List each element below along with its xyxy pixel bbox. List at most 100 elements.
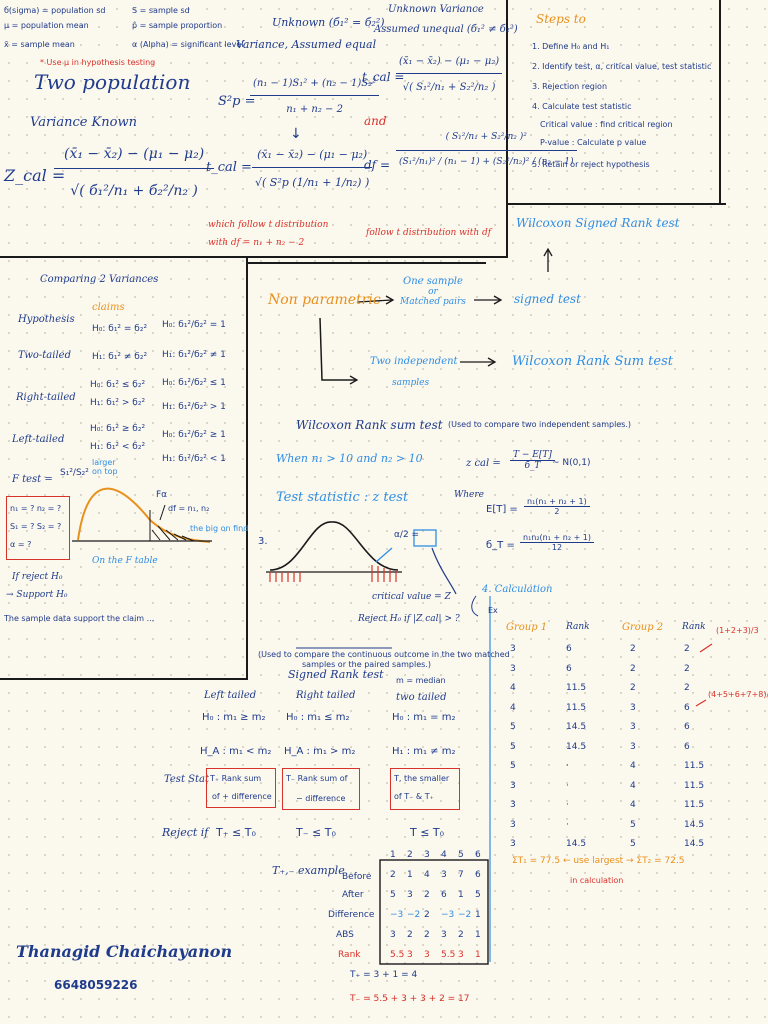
step-item-1: 1. Define H₀ and H₁: [532, 42, 610, 51]
row-label-rank: Rank: [338, 950, 361, 960]
sp-numerator: (n₁ − 1)S₁² + (n₂ − 1)S₂²: [250, 78, 380, 96]
signed-table-cell: 3: [424, 850, 430, 860]
hypothesis-label: Hypothesis: [18, 314, 75, 325]
h0-signed-two: H₀ : m₁ = m₂: [392, 712, 456, 723]
test-stat-box-left: [206, 768, 276, 808]
group-cell: 11.5: [566, 683, 587, 693]
larger-on-top-note: larger on top: [92, 458, 118, 476]
signed-table-cell: 5: [390, 890, 396, 900]
row-label-abs: ABS: [336, 930, 354, 940]
sd-numerator: n₁n₂(n₁ + n₂ + 1): [520, 533, 595, 543]
t-minus-result: T₋ = 5.5 + 3 + 3 + 2 = 17: [350, 994, 470, 1004]
rank-note-a: (1+2+3)/3: [716, 626, 759, 635]
unequal-var-note: follow t distribution with df: [366, 228, 492, 238]
two-independent-line-2: samples: [392, 378, 430, 388]
f-test-fraction: S₁²/S₂²: [60, 468, 89, 478]
signed-table-cell: 6: [475, 850, 481, 860]
test-stat-box-two: [390, 768, 460, 810]
example-label: T₊,₋ example: [272, 864, 345, 877]
f-givens-box: [6, 496, 70, 560]
group-cell: 4: [630, 761, 636, 771]
divider-mid-horizontal: [246, 262, 486, 264]
normal-left-tail-shading: [269, 572, 301, 582]
row-label-difference: Difference: [328, 910, 375, 920]
t-equal-formula: (x̄₁ − x̄₂) − (μ₁ − μ₂) √( S²p (1/n₁ + 1…: [252, 148, 373, 189]
signed-table-cell: 4: [441, 850, 447, 860]
f-box-line-2: S₁ = ? S₂ = ?: [10, 522, 62, 531]
signed-table-cell: 6: [475, 870, 481, 880]
test-stat-left-1: T₊ Rank sum: [210, 774, 262, 783]
group-cell: 3: [630, 722, 636, 732]
df-numerator: ( S₁²/n₁ + S₂²/n₂ )²: [396, 132, 577, 151]
step-item-2: 2. Identify test, α, critical value, tes…: [532, 62, 712, 71]
t-unequal-formula: (x̄₁ − x̄₂) − (μ₁ − μ₂) √( S₁²/n₁ + S₂²/…: [396, 56, 503, 93]
h0-equal-a: H₀: б₁² = б₂²: [92, 324, 148, 334]
claims-label: claims: [92, 302, 125, 313]
legend-alpha: α (Alpha) = significant level: [132, 40, 244, 49]
group-cell: 2: [684, 644, 690, 654]
rank-note-b: (4+5+6+7+8)/5: [708, 690, 768, 699]
and-label: and: [364, 114, 387, 128]
steps-box-bottom: [506, 203, 726, 205]
one-sample-line-1: One sample: [403, 276, 463, 287]
reject-if-label: Reject if: [162, 826, 209, 839]
divider-left-vertical: [246, 256, 248, 680]
group-cell: 5: [510, 722, 516, 732]
alpha-box: [413, 529, 437, 547]
df-lhs: df =: [364, 158, 390, 172]
legend-mu: μ = population mean: [4, 21, 89, 30]
group-cell: 5: [630, 839, 636, 849]
z-cal-distribution: ~ N(0,1): [552, 458, 591, 468]
reject-left-rule: T₊ ≤ T₀: [216, 826, 256, 839]
group-cell: 3: [630, 741, 636, 752]
group-cell: 4: [510, 683, 516, 693]
signed-table-cell: 5: [458, 850, 464, 860]
signed-table-cell: 3: [458, 950, 464, 960]
group-cell: ·: [566, 800, 569, 810]
signed-table-cell: 2: [407, 850, 413, 860]
h0-left-b: H₀: б₁²/б₂² ≥ 1: [162, 430, 226, 440]
h0-left-a: H₀: б₁² ≥ б₂²: [90, 424, 146, 434]
row-label-after: After: [342, 890, 364, 900]
test-stat-box-right: [282, 768, 360, 810]
legend-phat: p̂ = sample proportion: [132, 21, 223, 30]
legend-xbar: x̄ = sample mean: [4, 40, 75, 49]
t-unequal-denominator: √( S₁²/n₁ + S₂²/n₂ ): [402, 82, 496, 93]
group-cell: 11.5: [684, 761, 705, 771]
h1-two-a: H₁: б₁² ≠ б₂²: [92, 352, 148, 362]
group-cell: 2: [684, 683, 690, 693]
signed-table-cell: 2: [424, 930, 430, 940]
rank-sum-when: When n₁ > 10 and n₂ > 10: [276, 452, 423, 465]
step-three-label: 3.: [258, 536, 268, 547]
signed-table-cell: −3: [390, 910, 404, 920]
rank-sum-title: Wilcoxon Rank sum test: [296, 418, 443, 432]
group2-header: Group 2: [622, 622, 664, 633]
critical-value-label: critical value = Z: [372, 592, 451, 602]
rank-sum-test-stat: Test statistic : z test: [276, 490, 409, 505]
group-cell: 3: [510, 800, 516, 810]
two-tailed-header: two tailed: [396, 692, 447, 703]
arrow-np-two: [319, 317, 356, 381]
et-denominator: 2: [554, 507, 560, 516]
df-formula: ( S₁²/n₁ + S₂²/n₂ )² (S₁²/n₁)² / (n₁ − 1…: [396, 132, 577, 167]
group-cell: 5: [630, 819, 636, 830]
equal-var-heading-2: Variance, Assumed equal: [236, 38, 377, 51]
unequal-var-heading-2: Assumed unequal (б₁² ≠ б₂²): [374, 24, 518, 35]
group-cell: 6: [566, 663, 572, 674]
t-plus-result: T₊ = 3 + 1 = 4: [350, 970, 418, 980]
signed-table-cell: 1: [458, 890, 464, 900]
step-item-5: 5. Retain or reject hypothesis: [532, 160, 650, 169]
signed-table-cell: 3: [407, 890, 413, 900]
support-label: → Support H₀: [6, 590, 68, 600]
z-formula-numerator: (x̄₁ − x̄₂) − (μ₁ − μ₂): [54, 146, 215, 169]
comparing-title: Comparing 2 Variances: [40, 274, 159, 285]
z-cal-lhs: z cal =: [466, 458, 501, 469]
normal-curve: [269, 521, 399, 571]
sd-denominator: 12: [551, 543, 563, 552]
wilcoxon-sum-label: Wilcoxon Rank Sum test: [512, 354, 673, 369]
ha-signed-two: H₁ : m₁ ≠ m₂: [392, 746, 456, 757]
group-cell: 3: [630, 702, 636, 713]
signed-table-cell: −2: [407, 910, 421, 920]
signed-table-cell: 1: [475, 950, 481, 960]
h0-right-b: H₀: б₁²/б₂² ≤ 1: [162, 378, 226, 388]
